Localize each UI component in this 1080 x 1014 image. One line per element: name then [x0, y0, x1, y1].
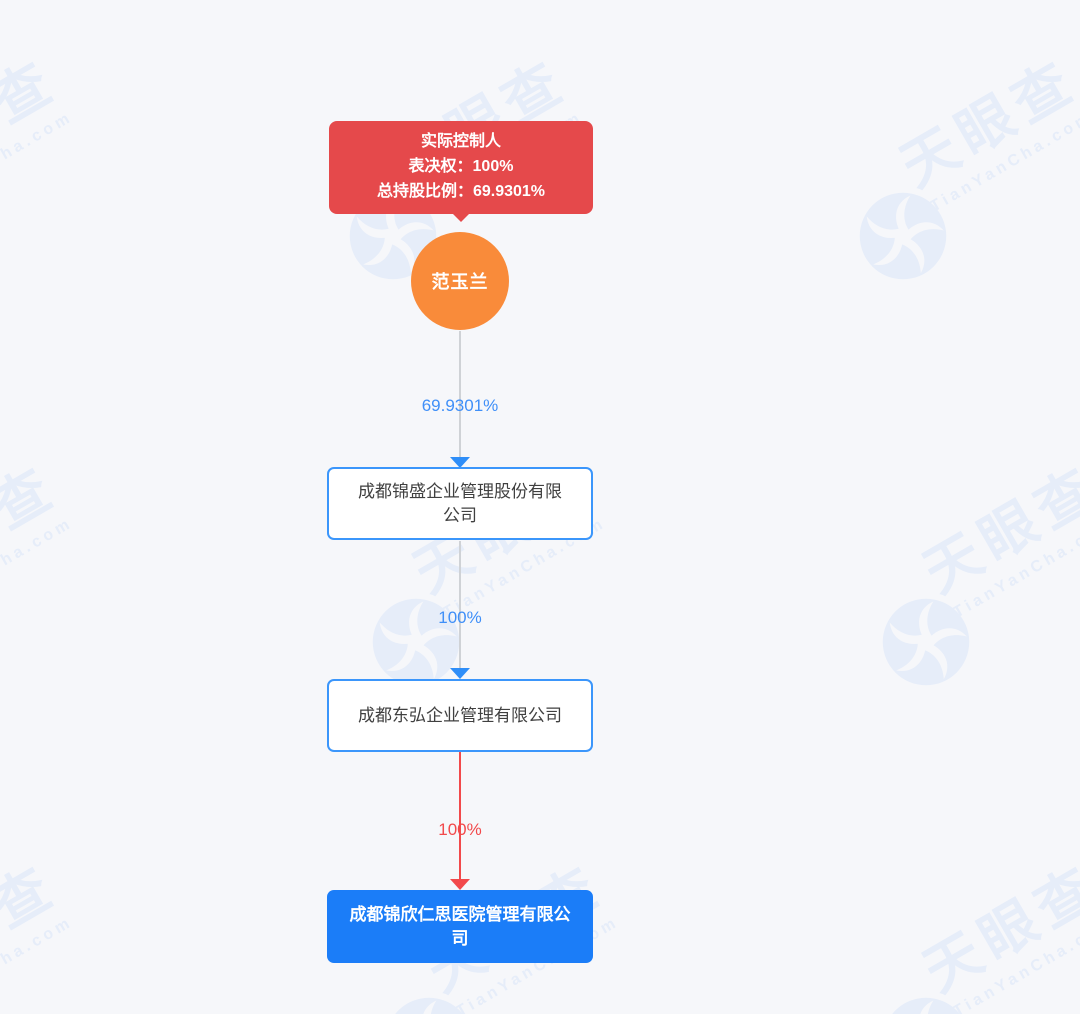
company-name: 成都锦盛企业管理股份有限公司: [358, 481, 562, 525]
edge-share-label: 100%: [438, 608, 482, 627]
controller-total-share: 总持股比例：69.9301%: [376, 183, 546, 200]
node-person[interactable]: 范玉兰: [411, 232, 509, 330]
arrow-down-icon: [450, 668, 470, 679]
controller-card-pointer: [452, 213, 470, 222]
company-name: 成都东弘企业管理有限公司: [358, 705, 562, 725]
arrow-down-icon: [450, 879, 470, 890]
edge-line: [459, 331, 461, 457]
node-company-donghong[interactable]: 成都东弘企业管理有限公司: [327, 679, 593, 752]
edge-line: [459, 752, 461, 879]
person-name: 范玉兰: [431, 272, 489, 292]
controller-voting-rights: 表决权：100%: [408, 158, 514, 175]
edge-share-label: 100%: [438, 820, 482, 839]
node-company-jinsheng[interactable]: 成都锦盛企业管理股份有限公司: [327, 467, 593, 540]
actual-controller-card: 实际控制人 表决权：100% 总持股比例：69.9301%: [329, 121, 593, 214]
arrow-down-icon: [450, 457, 470, 468]
edge-share-label: 69.9301%: [421, 396, 499, 415]
controller-card-title: 实际控制人: [420, 133, 501, 150]
company-name: 成都锦欣仁思医院管理有限公司: [349, 904, 571, 948]
node-company-jinxin-rensi[interactable]: 成都锦欣仁思医院管理有限公司: [327, 890, 593, 963]
edge-line: [459, 541, 461, 668]
